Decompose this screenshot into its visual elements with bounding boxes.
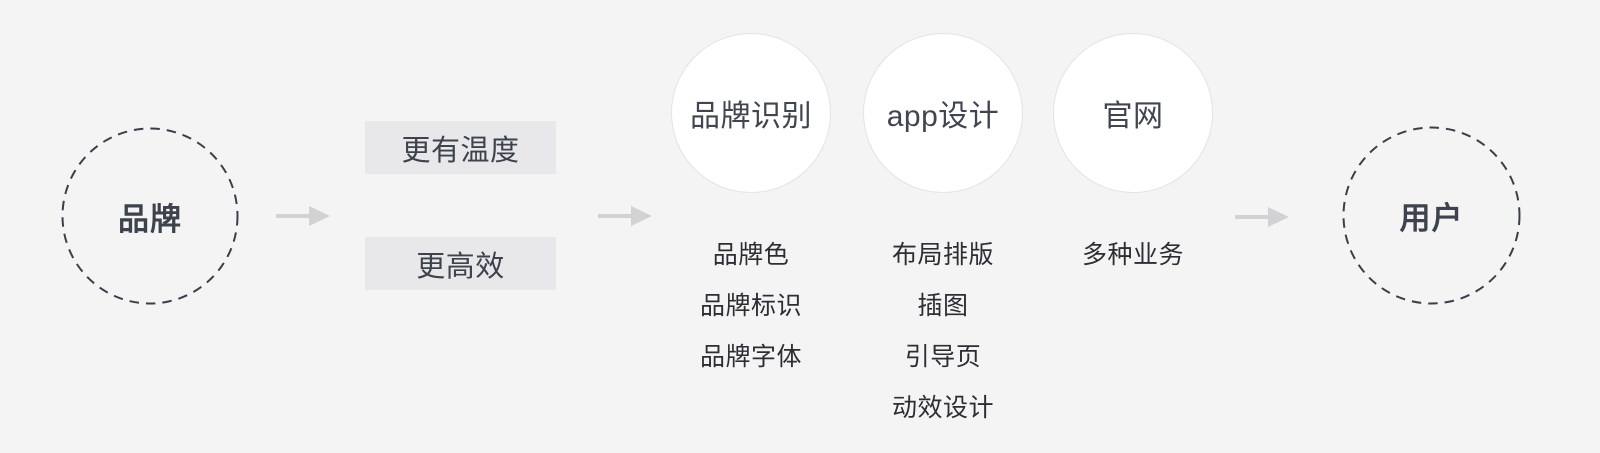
pillar-item-list: 品牌色 品牌标识 品牌字体	[656, 242, 846, 370]
dashed-circle-icon	[61, 127, 239, 305]
pillar-title: 官网	[1102, 100, 1164, 133]
benefit-box-warmth: 更有温度	[365, 121, 556, 174]
pillar-item-list: 布局排版 插图 引导页 动效设计	[848, 242, 1038, 421]
pillar-item: 插图	[917, 292, 969, 320]
pillar-app-design: app设计 布局排版 插图 引导页 动效设计	[848, 33, 1038, 421]
user-node: 用户	[1342, 126, 1521, 305]
pillar-circle: 品牌识别	[671, 33, 831, 193]
pillar-circle: app设计	[863, 33, 1023, 193]
pillar-item-list: 多种业务	[1038, 242, 1228, 268]
pillar-item: 品牌字体	[699, 343, 802, 371]
flow-arrow-icon	[1235, 207, 1289, 227]
dashed-circle-icon	[1342, 126, 1521, 305]
benefit-label: 更高效	[416, 250, 505, 283]
pillar-item: 布局排版	[891, 241, 994, 269]
brand-node: 品牌	[61, 127, 239, 305]
flow-arrow-icon	[276, 206, 330, 226]
pillar-item: 动效设计	[891, 394, 994, 422]
pillar-title: 品牌识别	[690, 100, 812, 133]
pillar-item: 品牌色	[712, 241, 790, 269]
user-node-label: 用户	[1399, 201, 1464, 236]
pillar-brand-identity: 品牌识别 品牌色 品牌标识 品牌字体	[656, 33, 846, 370]
brand-node-label: 品牌	[118, 201, 182, 237]
pillar-official-website: 官网 多种业务	[1038, 33, 1228, 268]
flow-arrow-icon	[598, 206, 652, 226]
pillar-item: 品牌标识	[699, 292, 802, 320]
pillar-item: 引导页	[904, 343, 982, 371]
benefit-label: 更有温度	[401, 134, 520, 167]
pillar-item: 多种业务	[1081, 241, 1184, 269]
pillar-circle: 官网	[1053, 33, 1213, 193]
pillar-title: app设计	[886, 100, 1000, 133]
benefit-box-efficiency: 更高效	[365, 237, 556, 290]
